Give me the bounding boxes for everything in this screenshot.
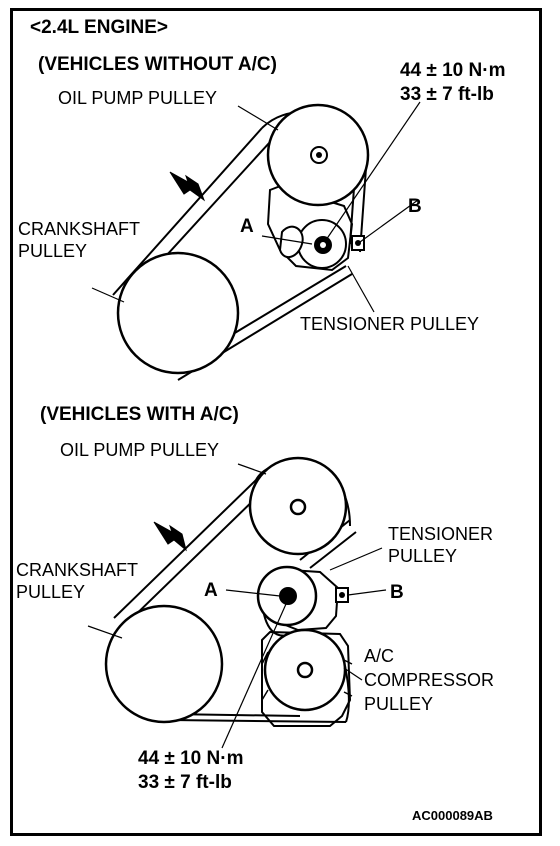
label-ac-compressor-1: A/C (364, 646, 394, 666)
label-b-bottom: B (390, 582, 404, 603)
title-without-ac: (VEHICLES WITHOUT A/C) (38, 54, 277, 75)
leader-lines-ac (87, 463, 387, 749)
label-b-top: B (408, 196, 422, 217)
torque-top-2: 33 ± 7 ft-lb (400, 84, 494, 105)
label-a-bottom: A (204, 580, 218, 601)
label-a-top: A (240, 216, 254, 237)
leader-lines (91, 101, 421, 313)
torque-bottom-2: 33 ± 7 ft-lb (138, 772, 232, 793)
title-with-ac: (VEHICLES WITH A/C) (40, 404, 239, 425)
label-tensioner-top: TENSIONER PULLEY (300, 314, 479, 334)
label-crankshaft-top-2: PULLEY (18, 241, 87, 261)
label-oil-pump-pulley-bottom: OIL PUMP PULLEY (60, 440, 219, 460)
label-crankshaft-top-1: CRANKSHAFT (18, 219, 140, 239)
crankshaft-pulley (116, 251, 240, 375)
engine-header: <2.4L ENGINE> (30, 17, 168, 38)
label-tensioner-bottom-1: TENSIONER (388, 524, 493, 544)
label-crankshaft-bottom-1: CRANKSHAFT (16, 560, 138, 580)
label-ac-compressor-2: COMPRESSOR (364, 670, 494, 690)
belt-direction-arrow-ac (153, 521, 187, 552)
diagram-with-ac (87, 456, 387, 749)
tensioner-bolt-b-ac (335, 587, 349, 603)
crankshaft-pulley-ac (104, 604, 224, 724)
label-ac-compressor-3: PULLEY (364, 694, 433, 714)
torque-top-1: 44 ± 10 N·m (400, 60, 505, 81)
label-oil-pump-pulley-top: OIL PUMP PULLEY (58, 88, 217, 108)
diagram-without-ac (91, 101, 421, 381)
figure-code: AC000089AB (412, 808, 493, 823)
belt-direction-arrow (169, 171, 206, 202)
tensioner-bolt-b (351, 235, 365, 251)
label-crankshaft-bottom-2: PULLEY (16, 582, 85, 602)
label-tensioner-bottom-2: PULLEY (388, 546, 457, 566)
torque-bottom-1: 44 ± 10 N·m (138, 748, 243, 769)
tensioner-bolt-a-ac (279, 587, 297, 605)
